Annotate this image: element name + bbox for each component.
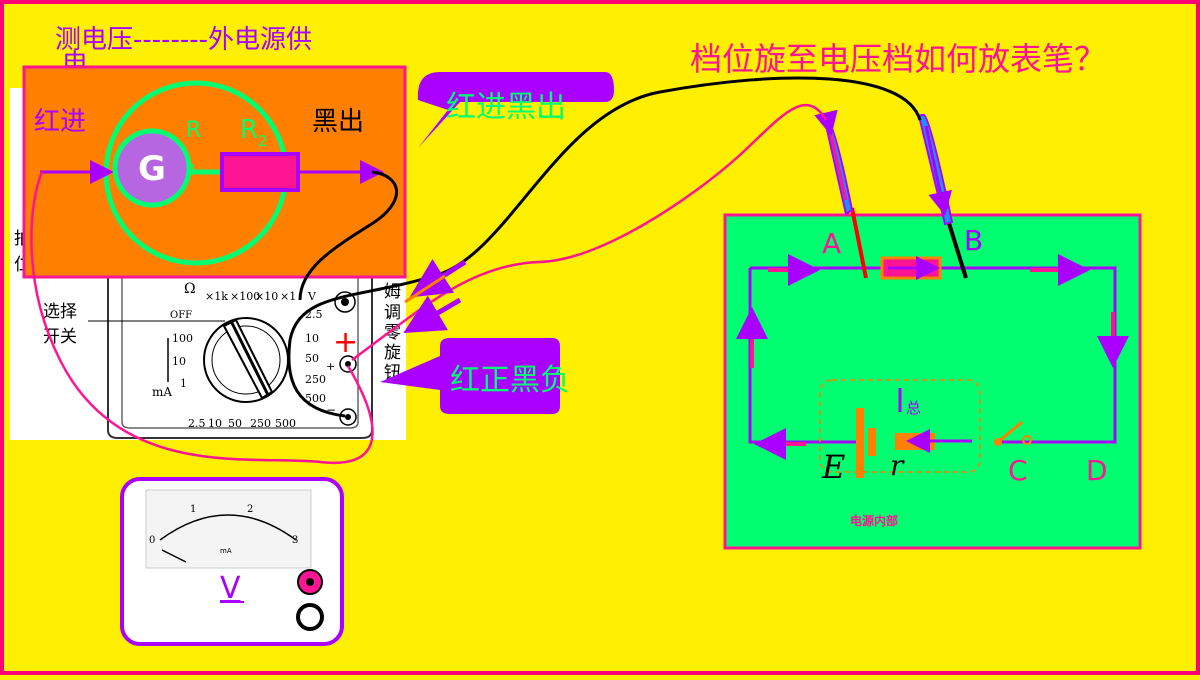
left-scale-1: 1 <box>180 377 187 390</box>
right-scale-50: 50 <box>305 352 319 365</box>
top-title: 测电压--------外电源供 <box>55 25 312 55</box>
dial-knob-pointer <box>230 322 270 396</box>
r2-subscript: 2 <box>258 132 268 150</box>
internal-r-label: r <box>890 449 905 482</box>
current-subscript: 总 <box>906 399 921 417</box>
voltmeter-positive-hole <box>306 578 314 586</box>
point-b-label: B <box>964 224 983 257</box>
voltmeter-tick-3: 3 <box>292 535 298 546</box>
black-lead-wire <box>287 76 922 418</box>
ma-unit-label: mA <box>152 385 172 399</box>
ohm-range-100: ×100 <box>230 290 260 303</box>
switch-pivot <box>994 438 1002 446</box>
bottom-scale-500: 500 <box>275 417 296 430</box>
callout-top: 红进黑出 <box>417 72 614 148</box>
galvanometer-circle <box>112 128 192 208</box>
out-label: 黑出 <box>312 107 364 137</box>
rg-label: R <box>186 118 201 143</box>
question-text: 档位旋至电压档如何放表笔？ <box>690 40 1106 78</box>
jack-minus-small: − <box>326 403 336 417</box>
red-probe-tip <box>850 207 868 279</box>
source-inside-label: 电源内部 <box>850 513 898 528</box>
r2-label: R <box>240 115 258 145</box>
galvanometer-label: G <box>138 149 166 189</box>
rg-subscript: g <box>186 160 195 176</box>
ohm-range-1k: ×1k <box>205 290 228 303</box>
battery-short-plate <box>868 428 876 456</box>
callout-bottom: 红正黑负 <box>380 338 570 414</box>
red-plus-sign: + <box>333 325 358 360</box>
point-c-label: C <box>1008 454 1028 487</box>
bottom-scale-250: 250 <box>250 417 271 430</box>
voltmeter-unit: mA <box>220 547 232 555</box>
selector-label-1: 选择 <box>43 302 77 322</box>
switch-lever[interactable] <box>997 420 1023 444</box>
ohm-symbol: Ω <box>184 281 196 297</box>
dial-inner <box>211 325 281 395</box>
multimeter-inner-frame <box>121 275 359 429</box>
voltmeter-tick-2: 2 <box>247 504 253 515</box>
v-unit-label: V <box>307 290 317 303</box>
zero-label-4: 旋 <box>384 343 401 363</box>
left-scale-10: 10 <box>172 355 186 368</box>
voltmeter-scale-arc <box>159 514 297 541</box>
ohm-range-10: ×10 <box>255 290 278 303</box>
negative-jack-hole <box>345 414 351 420</box>
bottom-scale-50: 50 <box>228 417 242 430</box>
voltmeter-negative-terminal[interactable] <box>296 603 324 631</box>
off-label: OFF <box>170 310 192 321</box>
callout-bottom-bubble <box>380 338 560 414</box>
external-circuit-panel: A B 总 E r 电源内部 C D <box>723 213 1142 550</box>
source-internal-region <box>819 379 981 473</box>
voltmeter-tick-0: 0 <box>149 535 155 546</box>
point-a-label: A <box>822 227 841 260</box>
voltmeter: 0 1 2 3 mA V <box>120 477 344 646</box>
voltmeter-dial-window <box>145 489 312 569</box>
right-scale-250: 250 <box>305 373 326 386</box>
emf-label: E <box>821 448 845 486</box>
callout-top-bubble <box>417 72 614 148</box>
r2-resistor <box>220 152 300 192</box>
in-label: 红进 <box>34 107 86 137</box>
voltmeter-needle <box>161 549 187 563</box>
voltmeter-label: V <box>220 571 241 606</box>
black-lead-arrow <box>403 295 462 334</box>
jack-plus-small: + <box>326 360 335 373</box>
probe-red[interactable] <box>814 109 868 279</box>
ohm-range-1: ×1 <box>280 290 296 303</box>
switch-contact <box>1022 435 1032 445</box>
voltmeter-tick-1: 1 <box>190 504 196 515</box>
inner-circuit-panel: G R g R 2 红进 黑出 <box>22 65 407 279</box>
black-inner-wire <box>298 170 399 301</box>
positive-jack-hole <box>345 361 351 367</box>
selector-dial[interactable] <box>203 317 289 403</box>
callout-bottom-text: 红正黑负 <box>450 363 570 398</box>
right-scale-10: 10 <box>305 332 319 345</box>
zero-knob-center <box>341 298 349 306</box>
point-d-label: D <box>1086 454 1108 487</box>
bottom-scale-10: 10 <box>208 417 222 430</box>
right-scale-500: 500 <box>305 392 326 405</box>
red-inner-wire <box>30 171 374 465</box>
left-scale-100: 100 <box>172 332 193 345</box>
red-probe-arrow <box>814 109 848 201</box>
bottom-scale-2-5: 2.5 <box>188 417 206 430</box>
black-probe-arrow <box>924 125 952 216</box>
battery-long-plate <box>856 408 864 478</box>
callout-top-text: 红进黑出 <box>446 90 566 125</box>
black-probe-tip <box>946 219 968 279</box>
zero-label-2: 调 <box>384 303 401 323</box>
